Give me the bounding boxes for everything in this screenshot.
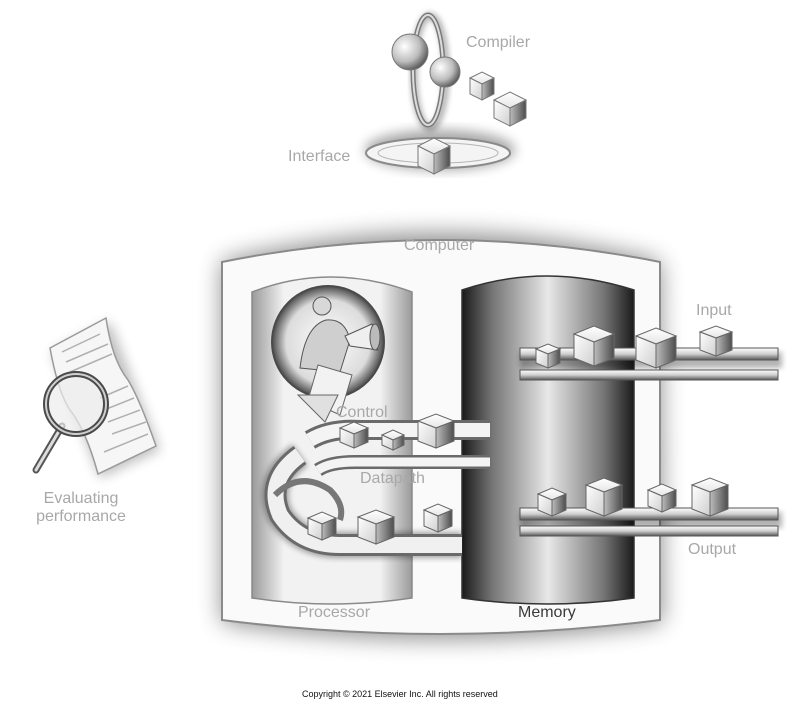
computer-label: Computer xyxy=(404,237,474,255)
evaluating-label-line-2: performance xyxy=(24,508,138,526)
control-label: Control xyxy=(336,404,388,422)
evaluating-performance-label: Evaluating performance xyxy=(24,490,138,526)
datapath-label: Datapath xyxy=(360,470,425,488)
processor-label: Processor xyxy=(298,604,370,622)
compiler-label: Compiler xyxy=(466,34,530,52)
copyright-notice: Copyright © 2021 Elsevier Inc. All right… xyxy=(302,689,498,699)
evaluating-label-line-1: Evaluating xyxy=(24,490,138,508)
memory-label: Memory xyxy=(518,604,576,622)
input-label: Input xyxy=(696,302,732,320)
interface-label: Interface xyxy=(288,148,350,166)
output-label: Output xyxy=(688,541,736,559)
evaluating-performance-illustration xyxy=(36,318,160,478)
